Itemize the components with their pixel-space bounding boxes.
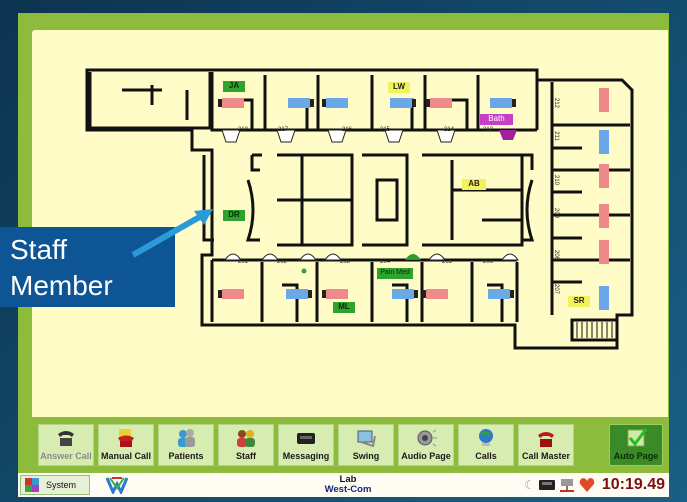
- network-icon[interactable]: [559, 478, 575, 492]
- speaker-icon: [417, 429, 437, 447]
- room-number: 201: [238, 259, 249, 265]
- floor-plan-map[interactable]: JA LW AB DR ML SR Bath Pain Med 218 217 …: [32, 30, 668, 417]
- red-phone-icon: [538, 432, 554, 447]
- staff-label: Staff: [236, 451, 256, 461]
- pager-status-icon[interactable]: [539, 479, 555, 491]
- clock: 10:19.49: [601, 476, 665, 493]
- manual-call-icon: [118, 429, 134, 447]
- phone-icon: [58, 431, 74, 446]
- room-number: 202: [277, 259, 288, 265]
- swing-icon: [357, 430, 376, 448]
- room-number: 214: [444, 127, 455, 133]
- room-number: 215: [380, 127, 391, 133]
- staff-icon: [237, 430, 255, 447]
- room-number: 217: [278, 127, 289, 133]
- answer-call-button[interactable]: Answer Call: [38, 424, 94, 466]
- staff-badge-sr[interactable]: SR: [568, 296, 590, 307]
- location-line-1: Lab: [339, 474, 357, 485]
- call-master-button[interactable]: Call Master: [518, 424, 574, 466]
- calls-label: Calls: [475, 451, 497, 461]
- room-number: 206: [483, 259, 494, 265]
- location-label: Lab West-Com: [298, 475, 398, 495]
- room-number: 218: [238, 127, 249, 133]
- room-number: 205: [442, 259, 453, 265]
- patients-icon: [178, 429, 195, 447]
- patients-button[interactable]: Patients: [158, 424, 214, 466]
- audio-page-label: Audio Page: [401, 451, 451, 461]
- system-button[interactable]: System: [20, 475, 90, 495]
- system-tray: ☾: [524, 477, 595, 493]
- swing-label: Swing: [352, 451, 380, 461]
- manual-call-label: Manual Call: [100, 451, 151, 461]
- room-number: 210: [553, 174, 560, 186]
- room-number: 213: [483, 127, 494, 133]
- messaging-button[interactable]: Messaging: [278, 424, 334, 466]
- audio-page-button[interactable]: Audio Page: [398, 424, 454, 466]
- room-number: 209: [553, 207, 560, 219]
- manual-call-button[interactable]: Manual Call: [98, 424, 154, 466]
- system-label: System: [46, 480, 77, 490]
- heart-icon[interactable]: [579, 477, 595, 493]
- staff-badge-ml[interactable]: ML: [333, 302, 355, 313]
- room-number: 204: [380, 259, 391, 265]
- call-master-label: Call Master: [521, 451, 571, 461]
- pager-icon: [297, 433, 315, 444]
- room-number: 212: [553, 97, 560, 109]
- room-number: 203: [340, 259, 351, 265]
- moon-icon[interactable]: ☾: [524, 478, 535, 492]
- callout-line-2: Member: [10, 270, 113, 301]
- messaging-label: Messaging: [282, 451, 330, 461]
- staff-badge-dr[interactable]: DR: [223, 210, 245, 221]
- callout-line-1: Staff: [10, 234, 68, 265]
- auto-page-label: Auto Page: [613, 451, 659, 461]
- pain-med-alert[interactable]: Pain Med: [377, 268, 413, 279]
- auto-page-toggle[interactable]: Auto Page: [609, 424, 663, 466]
- calls-button[interactable]: Calls: [458, 424, 514, 466]
- bath-alert[interactable]: Bath: [480, 114, 513, 125]
- answer-call-label: Answer Call: [40, 451, 92, 461]
- staff-button[interactable]: Staff: [218, 424, 274, 466]
- location-line-2: West-Com: [324, 484, 372, 495]
- system-icon: [25, 478, 39, 492]
- room-number: 216: [342, 127, 353, 133]
- patients-label: Patients: [168, 451, 204, 461]
- room-number: 207: [553, 283, 560, 295]
- status-bar: System Lab West-Com ☾ 10:19.49: [18, 473, 669, 497]
- room-number: 211: [552, 131, 559, 141]
- swing-button[interactable]: Swing: [338, 424, 394, 466]
- checkbox-checked-icon: [627, 428, 647, 447]
- floor-plan-drawing: [85, 68, 634, 350]
- staff-badge-lw[interactable]: LW: [388, 82, 410, 93]
- staff-member-callout: Staff Member: [0, 227, 175, 307]
- bottom-toolbar: Answer Call Manual Call Patients Staff M…: [34, 422, 668, 468]
- callout-arrow-icon: [131, 209, 213, 258]
- westcom-logo-icon: [106, 477, 128, 494]
- room-number: 208: [553, 249, 560, 261]
- staff-badge-ab[interactable]: AB: [462, 179, 486, 190]
- staff-badge-ja[interactable]: JA: [223, 81, 245, 92]
- globe-icon: [479, 429, 493, 446]
